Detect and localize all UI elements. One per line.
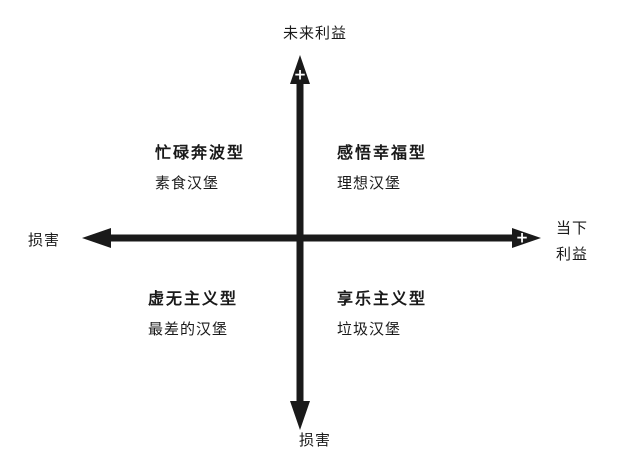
quadrant-bottom-left-title: 虚无主义型 — [148, 291, 239, 308]
quadrant-bottom-left: 虚无主义型 最差的汉堡 — [148, 290, 238, 340]
plus-sign-top: + — [293, 65, 307, 84]
plus-sign-right: + — [515, 228, 529, 247]
axis-label-future-benefit: 未来利益 — [282, 25, 347, 42]
quadrant-top-left-title: 忙碌奔波型 — [155, 145, 246, 162]
axis-label-present-benefit-line1: 当下 — [556, 220, 589, 237]
arrowhead-left-icon — [82, 228, 111, 248]
arrowhead-up-icon — [290, 55, 310, 84]
axis-label-present-benefit: 当下 利益 — [556, 216, 588, 268]
axis-label-left-harm: 损害 — [28, 232, 61, 249]
quadrant-bottom-right-subtitle: 垃圾汉堡 — [337, 321, 402, 338]
quadrant-top-right: 感悟幸福型 理想汉堡 — [337, 144, 427, 194]
quadrant-bottom-right-title: 享乐主义型 — [337, 291, 428, 308]
arrowhead-right-icon — [512, 228, 541, 248]
quadrant-top-left-subtitle: 素食汉堡 — [155, 175, 220, 192]
quadrant-bottom-right: 享乐主义型 垃圾汉堡 — [337, 290, 427, 340]
quadrant-top-right-subtitle: 理想汉堡 — [337, 175, 402, 192]
quadrant-top-right-title: 感悟幸福型 — [337, 145, 428, 162]
quadrant-bottom-left-subtitle: 最差的汉堡 — [148, 321, 229, 338]
arrowhead-down-icon — [290, 401, 310, 430]
quadrant-top-left: 忙碌奔波型 素食汉堡 — [155, 144, 245, 194]
axis-label-bottom-harm: 损害 — [298, 432, 331, 449]
axis-label-present-benefit-line2: 利益 — [556, 246, 589, 263]
